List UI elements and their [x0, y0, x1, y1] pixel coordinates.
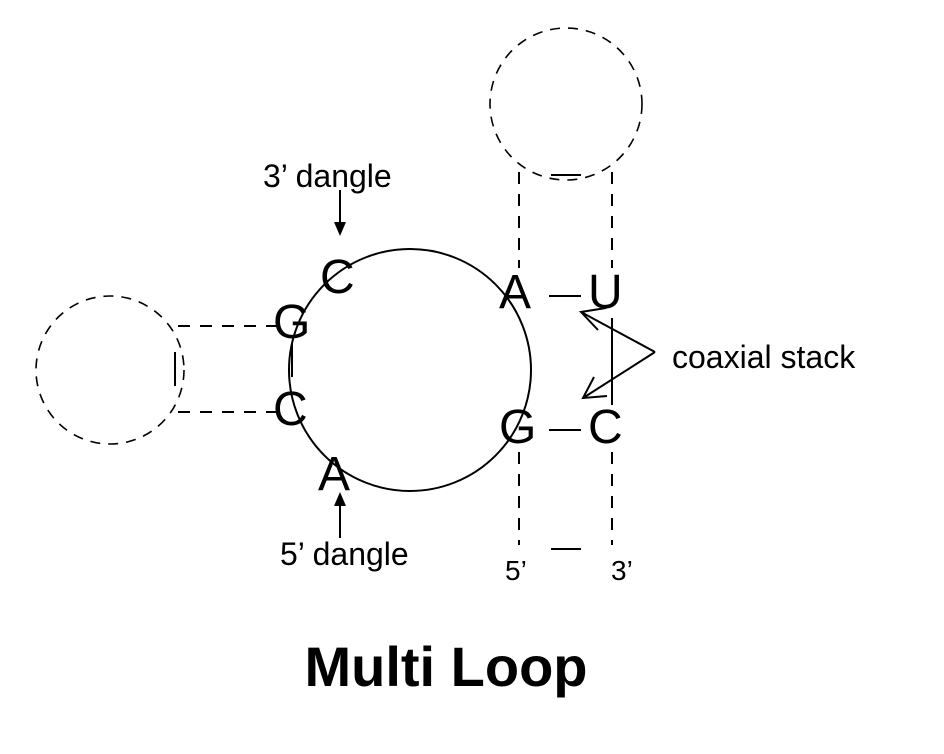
end-3-label: 3’	[611, 555, 633, 586]
base-a-bottom: A	[318, 448, 350, 501]
coaxial-stack-label: coaxial stack	[672, 339, 856, 375]
base-c-right: C	[588, 401, 623, 454]
base-g-left: G	[273, 296, 310, 349]
diagram-title: Multi Loop	[304, 635, 587, 698]
dangle-3-label: 3’ dangle	[263, 158, 392, 194]
coaxial-arrow-upper	[580, 311, 656, 353]
base-g-right: G	[499, 401, 536, 454]
base-u-right: U	[588, 266, 623, 319]
coaxial-arrow-lower	[582, 351, 656, 399]
top-hairpin-loop	[489, 27, 643, 181]
left-hairpin-loop	[35, 295, 185, 445]
end-5-label: 5’	[505, 555, 527, 586]
base-a-right: A	[499, 266, 531, 319]
base-c-left: C	[273, 383, 308, 436]
base-c-top: C	[320, 251, 355, 304]
coaxial-arrow-lower-head	[581, 376, 608, 400]
dangle-5-arrowhead	[334, 492, 346, 506]
multiloop-circle	[288, 248, 532, 492]
dangle-5-label: 5’ dangle	[280, 536, 409, 572]
dangle-3-arrowhead	[334, 222, 346, 236]
coaxial-arrow-upper-head	[578, 307, 607, 331]
